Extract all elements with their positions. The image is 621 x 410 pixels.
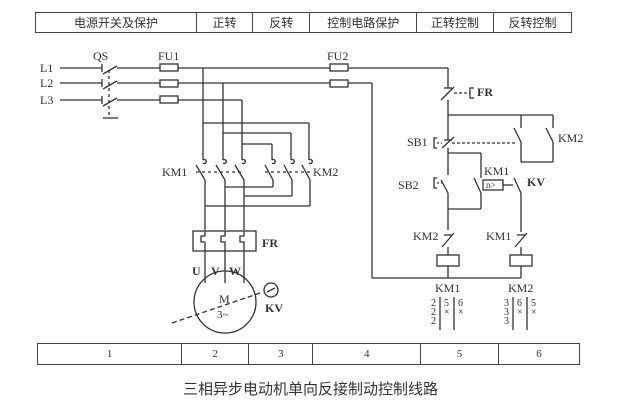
contact-table-cell: × (531, 307, 537, 318)
label-l2: L2 (40, 76, 53, 90)
km1-main-contacts (195, 158, 246, 230)
label-km2-interlock: KM2 (413, 229, 438, 243)
footer-section: 5 (421, 344, 500, 364)
label-sb1: SB1 (407, 135, 428, 149)
contact-table-cell: 3 (504, 307, 509, 318)
label-l3: L3 (40, 93, 53, 107)
km2-coil (509, 254, 533, 267)
label-km2-hold: KM2 (558, 131, 583, 145)
label-w: W (229, 264, 241, 278)
contact-table-cell: × (444, 307, 450, 318)
header-section-table: 电源开关及保护正转反转控制电路保护正转控制反转控制 (35, 12, 572, 33)
km2-main-contacts (205, 158, 313, 207)
km1-coil (436, 254, 460, 267)
footer-section: 1 (38, 344, 183, 364)
footer-section: 2 (182, 344, 250, 364)
label-motor-m: M (219, 292, 230, 306)
contact-table-cell: 3 (504, 298, 509, 309)
figure-caption: 三相异步电动机单向反接制动控制线路 (182, 380, 438, 398)
label-km1-main: KM1 (162, 165, 187, 179)
contact-table-cell: 6 (517, 298, 522, 309)
thermal-relay-fr (192, 230, 257, 283)
label-km2-main: KM2 (313, 165, 338, 179)
header-section: 电源开关及保护 (36, 13, 197, 32)
label-km1-aux: KM1 (484, 164, 509, 178)
header-section: 正转 (197, 13, 254, 32)
label-fu1: FU1 (158, 49, 179, 63)
label-km1-interlock: KM1 (486, 229, 511, 243)
label-sb2: SB2 (398, 178, 419, 192)
contact-table-cell: 5 (531, 298, 536, 309)
fuse-fu1 (159, 63, 179, 104)
contact-table-cell: × (517, 307, 523, 318)
label-kv-contact: KV (527, 175, 545, 189)
header-section: 控制电路保护 (310, 13, 418, 32)
power-lines (60, 64, 160, 119)
label-fu2: FU2 (327, 49, 348, 63)
footer-section: 6 (536, 348, 542, 360)
label-speed-relay: n> (486, 180, 496, 190)
label-km2-coil: KM2 (508, 281, 533, 295)
label-v: V (211, 264, 220, 278)
contact-table-cell: 6 (458, 298, 463, 309)
speed-sensor-kv (263, 282, 279, 298)
label-u: U (192, 264, 201, 278)
contact-table-cell: 2 (431, 307, 436, 318)
label-fr-main: FR (262, 236, 278, 250)
header-section: 反转控制 (508, 16, 557, 30)
control-circuit (371, 68, 554, 330)
footer-section: 4 (313, 344, 422, 364)
label-l1: L1 (40, 61, 53, 75)
contact-table-cell: 5 (444, 298, 449, 309)
fuse-fu2 (329, 63, 349, 88)
contact-table-cell: × (458, 307, 464, 318)
header-section: 正转控制 (417, 13, 495, 32)
contact-table-cell: 2 (431, 298, 436, 309)
label-motor-type: 3~ (217, 309, 229, 321)
label-kv-sensor: KV (265, 301, 283, 315)
label-km1-coil: KM1 (435, 281, 460, 295)
motor-m (193, 270, 257, 334)
contact-table-cell: 3 (504, 316, 509, 327)
label-fr-ctrl: FR (477, 85, 493, 99)
label-qs: QS (93, 49, 108, 63)
contact-table-cell: 2 (431, 316, 436, 327)
header-section: 反转 (253, 13, 311, 32)
footer-section: 3 (249, 344, 314, 364)
